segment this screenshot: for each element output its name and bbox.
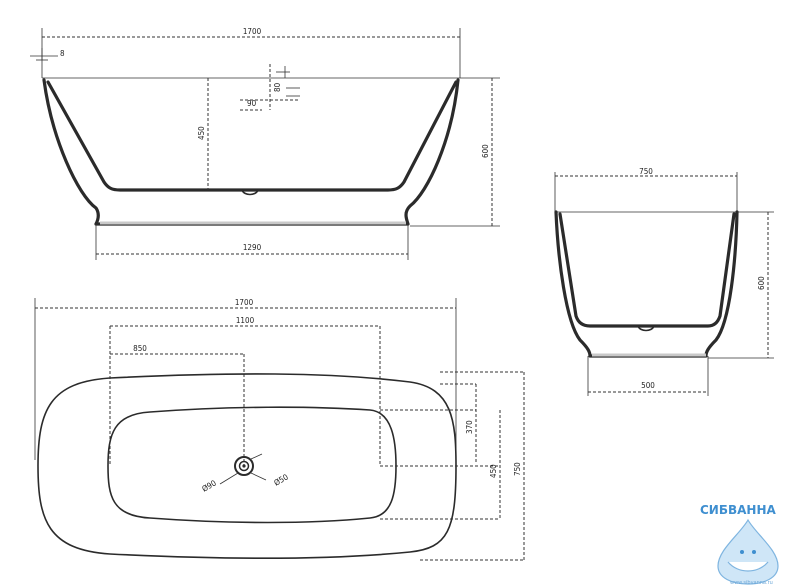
top-drain-d1-label: Ø90 bbox=[200, 477, 218, 493]
logo-text: СИБВАННА bbox=[700, 503, 777, 517]
top-drain-d2-label: Ø50 bbox=[272, 471, 290, 487]
side-depth-label: 450 bbox=[197, 126, 206, 140]
end-drain bbox=[637, 325, 655, 332]
top-tub-inner bbox=[107, 406, 397, 524]
side-height-label: 600 bbox=[481, 144, 490, 158]
logo-url: www.sibvanna.ru bbox=[730, 580, 773, 586]
top-drain-pos-label: 850 bbox=[133, 344, 147, 353]
side-view: 1700 8 80 90 450 600 bbox=[30, 27, 500, 260]
drain-icon bbox=[219, 453, 267, 485]
side-overflow-h-label: 90 bbox=[247, 99, 257, 108]
side-overflow-v-label: 80 bbox=[273, 82, 282, 92]
side-base-label: 1290 bbox=[243, 243, 262, 252]
end-height-label: 600 bbox=[757, 276, 766, 290]
side-length-label: 1700 bbox=[243, 27, 262, 36]
top-inner-width-label: 370 bbox=[465, 420, 474, 434]
top-inner-label: 1100 bbox=[236, 316, 255, 325]
side-rim-label: 8 bbox=[60, 49, 65, 58]
end-tub-outline bbox=[554, 210, 739, 358]
top-width-label: 750 bbox=[513, 462, 522, 476]
bathtub-icon bbox=[727, 561, 769, 572]
sibvanna-logo: СИБВАННА www.sibvanna.ru bbox=[700, 503, 779, 586]
top-half-label: 450 bbox=[489, 464, 498, 478]
end-view: 750 600 500 bbox=[554, 167, 774, 396]
side-drain bbox=[241, 189, 259, 196]
top-view: 1700 1100 850 Ø90 Ø50 bbox=[34, 298, 525, 561]
top-length-label: 1700 bbox=[235, 298, 254, 307]
top-tub-outer bbox=[37, 373, 457, 560]
end-base-label: 500 bbox=[641, 381, 655, 390]
end-width-label: 750 bbox=[639, 167, 653, 176]
water-drop-icon bbox=[717, 518, 779, 585]
